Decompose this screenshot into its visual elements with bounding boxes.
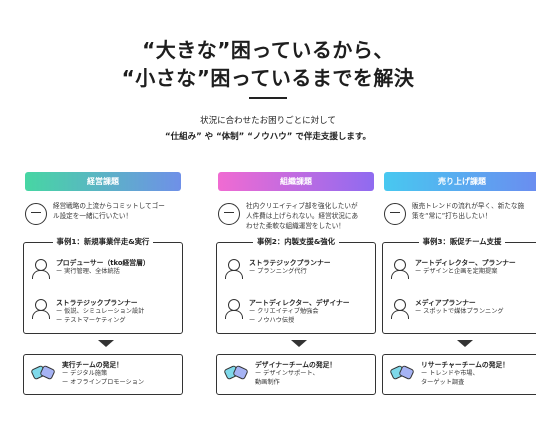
- headline-line-2: “小さな”困っているまでを解決: [121, 66, 415, 90]
- intro-text: 社内クリエイティブ部を強化したいが 人件費は上げられない。経営状況にあ わせた柔…: [246, 201, 358, 231]
- member-desc: ー 仮説、シミュレーション設計: [56, 308, 145, 315]
- person-icon: [225, 259, 243, 279]
- case-title: 事例1：新規事業伴走&実行: [52, 237, 154, 246]
- intro: 社内クリエイティブ部を強化したいが 人件費は上げられない。経営状況にあ わせた柔…: [218, 201, 374, 241]
- result-desc: ー デザインサポート、: [255, 370, 319, 377]
- member-desc: ー ノウハウ伝授: [249, 316, 295, 324]
- result-box: デザイナーチームの発足！ ー デザインサポート、 動画制作: [216, 354, 376, 395]
- member-role: プロデューサー（tko経営層）: [56, 259, 150, 267]
- column-organization: 組織課題 社内クリエイティブ部を強化したいが 人件費は上げられない。経営状況にあ…: [216, 172, 376, 395]
- intro-line: 人件費は上げられない。経営状況にあ: [246, 212, 359, 220]
- member: ストラテジックプランナー ー 仮説、シミュレーション設計 ー テストマーケティン…: [32, 299, 144, 325]
- member-desc: ー 実行管理、全体統括: [56, 268, 120, 275]
- arrow-down-icon: [457, 340, 473, 347]
- result-desc: ー トレンドや市場、: [421, 370, 479, 377]
- result-box: 実行チームの発足！ ー デジタル施策 ー オフラインプロモーション: [23, 354, 183, 395]
- member: アートディレクター、プランナー ー デザインと企画を定期提案: [391, 259, 516, 279]
- intro-text: 経営戦略の上流からコミットしてゴー ル設定を一緒に行いたい！: [53, 201, 165, 221]
- arrow-down-icon: [291, 340, 307, 347]
- handshake-icon: [225, 363, 247, 381]
- arrow-down-icon: [98, 340, 114, 347]
- column-header: 組織課題: [218, 172, 374, 191]
- intro-line: わせた柔軟な組織運営をしたい！: [246, 222, 345, 230]
- member-desc: ー テストマーケティング: [56, 316, 126, 324]
- member: メディアプランナー ー スポットで媒体プランニング: [391, 299, 504, 319]
- person-icon: [225, 299, 243, 319]
- member-role: メディアプランナー: [415, 299, 476, 307]
- member-role: ストラテジックプランナー: [249, 259, 331, 267]
- person-icon: [25, 203, 47, 225]
- person-icon: [32, 299, 50, 319]
- intro: 販売トレンドの流れが早く、新たな施 策を“常に”打ち出したい！: [384, 201, 536, 241]
- handshake-icon: [391, 363, 413, 381]
- member-desc: ー プランニング代行: [249, 268, 307, 275]
- person-icon: [391, 259, 409, 279]
- result-title: デザイナーチームの発足！: [255, 361, 337, 369]
- divider: [249, 97, 287, 99]
- member: プロデューサー（tko経営層） ー 実行管理、全体統括: [32, 259, 150, 279]
- case-title: 事例2：内製支援&強化: [252, 237, 340, 246]
- lead-line-2: “仕組み” や “体制” “ノウハウ” で伴走支援します。: [164, 132, 371, 142]
- intro-line: 社内クリエイティブ部を強化したいが: [246, 202, 358, 210]
- case-title: 事例3：販促チーム支援: [418, 237, 506, 246]
- result-box: リサーチャーチームの発足！ ー トレンドや市場、 ターゲット調査: [382, 354, 536, 395]
- intro: 経営戦略の上流からコミットしてゴー ル設定を一緒に行いたい！: [25, 201, 181, 241]
- case-box: 事例3：販促チーム支援 アートディレクター、プランナー ー デザインと企画を定期…: [382, 237, 536, 334]
- member-role: アートディレクター、プランナー: [415, 259, 516, 267]
- lead-line-1: 状況に合わせたお困りごとに対して: [200, 116, 336, 126]
- member-desc: ー スポットで媒体プランニング: [415, 308, 504, 315]
- person-icon: [384, 203, 406, 225]
- intro-line: 経営戦略の上流からコミットしてゴー: [53, 202, 165, 210]
- member-role: アートディレクター、デザイナー: [249, 299, 350, 307]
- person-icon: [32, 259, 50, 279]
- member-desc: ー クリエイティブ勉強会: [249, 308, 319, 315]
- intro-text: 販売トレンドの流れが早く、新たな施 策を“常に”打ち出したい！: [412, 201, 524, 221]
- intro-line: 販売トレンドの流れが早く、新たな施: [412, 202, 525, 210]
- column-header: 経営課題: [25, 172, 181, 191]
- result-desc: 動画制作: [255, 378, 280, 386]
- case-box: 事例1：新規事業伴走&実行 プロデューサー（tko経営層） ー 実行管理、全体統…: [23, 237, 183, 334]
- result-title: リサーチャーチームの発足！: [421, 361, 510, 369]
- case-box: 事例2：内製支援&強化 ストラテジックプランナー ー プランニング代行 アートデ…: [216, 237, 376, 334]
- column-management: 経営課題 経営戦略の上流からコミットしてゴー ル設定を一緒に行いたい！ 事例1：…: [23, 172, 183, 395]
- person-icon: [218, 203, 240, 225]
- result-desc: ー オフラインプロモーション: [62, 378, 145, 386]
- column-header: 売り上げ課題: [384, 172, 536, 191]
- member-role: ストラテジックプランナー: [56, 299, 138, 307]
- intro-line: ル設定を一緒に行いたい！: [53, 212, 133, 220]
- member: ストラテジックプランナー ー プランニング代行: [225, 259, 331, 279]
- intro-line: 策を“常に”打ち出したい！: [412, 212, 492, 220]
- result-desc: ターゲット調査: [421, 378, 465, 386]
- person-icon: [391, 299, 409, 319]
- result-desc: ー デジタル施策: [62, 370, 108, 377]
- member-desc: ー デザインと企画を定期提案: [415, 268, 498, 275]
- headline-line-1: “大きな”困っているから、: [142, 38, 394, 62]
- result-title: 実行チームの発足！: [62, 361, 123, 369]
- column-sales: 売り上げ課題 販売トレンドの流れが早く、新たな施 策を“常に”打ち出したい！ 事…: [382, 172, 536, 395]
- handshake-icon: [32, 363, 54, 381]
- member: アートディレクター、デザイナー ー クリエイティブ勉強会 ー ノウハウ伝授: [225, 299, 350, 325]
